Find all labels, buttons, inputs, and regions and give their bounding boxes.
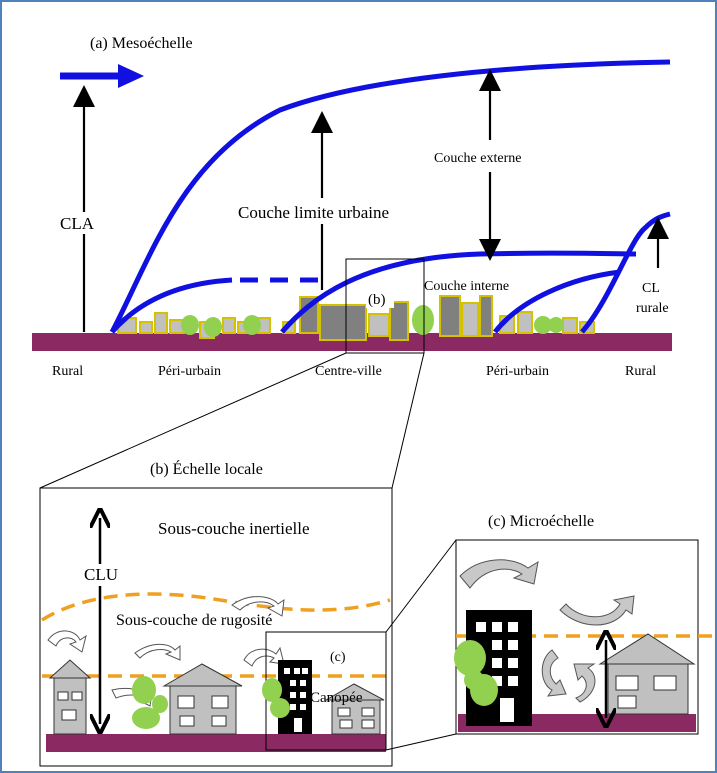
outer-layer-label: Couche externe (434, 151, 521, 166)
zone-label: Rural (625, 364, 656, 379)
tree-icon (454, 640, 498, 706)
wind-arrow-icon (60, 64, 144, 88)
rural-cl-label-2: rurale (636, 301, 669, 316)
inner-layer-label: Couche interne (424, 279, 509, 294)
inertial-sublayer-label: Sous-couche inertielle (158, 519, 310, 538)
house-icon (48, 659, 92, 735)
meso-ground (32, 333, 672, 351)
canopy-label: Canopée (310, 690, 363, 706)
local-title: (b) Échelle locale (150, 459, 263, 478)
boundary-layer-curves (109, 59, 671, 334)
tree-icon (412, 305, 434, 335)
micro-title: (c) Microéchelle (488, 513, 594, 530)
clu-label: CLU (84, 565, 118, 584)
local-scale-box (345, 258, 425, 354)
connector-line (39, 352, 347, 489)
box-c-label: (c) (330, 650, 346, 665)
rural-cl-label-1: CL (642, 281, 660, 296)
local-ground (46, 734, 386, 752)
house-icon (598, 633, 696, 715)
tower-icon (278, 660, 312, 734)
zone-label: Rural (52, 364, 83, 379)
zone-label: Péri-urbain (486, 364, 549, 379)
tree-icon (132, 676, 168, 729)
mesoscale-panel: (a) Mesoéchelle (32, 35, 672, 379)
connector-line (385, 733, 457, 751)
meso-title: (a) Mesoéchelle (90, 35, 193, 52)
house-icon (324, 683, 385, 735)
zone-label: Centre-ville (315, 364, 382, 379)
house-icon (162, 663, 243, 735)
local-scale-panel: (b) Échelle locale CLU Sous-couche inert… (39, 459, 393, 767)
eddy-arrow-icon (459, 559, 635, 703)
tree-icon (262, 678, 290, 718)
roughness-sublayer-label: Sous-couche de rugosité (116, 612, 272, 629)
connector-line (385, 539, 457, 633)
microscale-panel: (c) Microéchelle (454, 513, 712, 735)
zone-label: Péri-urbain (158, 364, 221, 379)
tree-icon (181, 315, 261, 337)
tree-icon (534, 316, 564, 334)
box-b-label: (b) (368, 292, 386, 308)
cla-label: CLA (60, 214, 95, 233)
connector-line (391, 352, 425, 489)
urban-boundary-layer-label: Couche limite urbaine (238, 203, 389, 222)
